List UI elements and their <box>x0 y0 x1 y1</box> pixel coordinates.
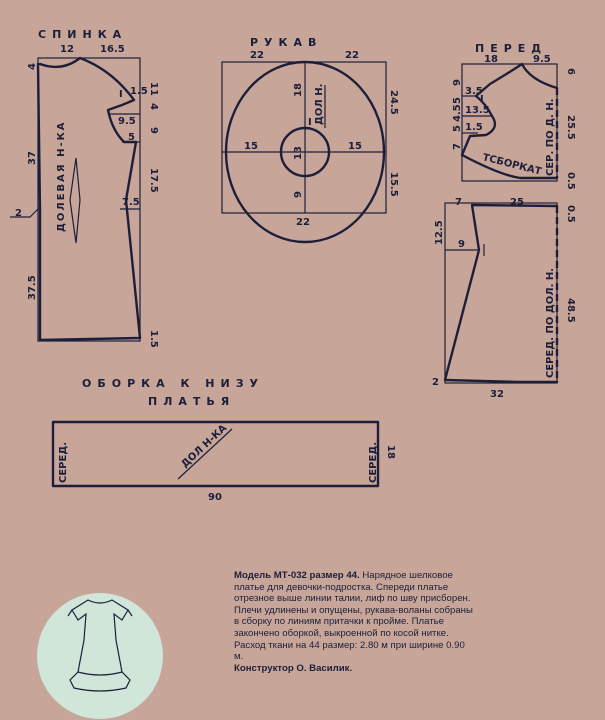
label-front-dims-l3: 4.5 <box>452 104 463 122</box>
label-skirt-dims-bl: 2 <box>432 377 439 388</box>
label-front-center: СЕР. ПО Д. Н. <box>545 99 556 177</box>
label-ruffle-height: 18 <box>385 445 396 459</box>
label-back-dims-l1: 4 <box>27 63 38 70</box>
label-skirt-dims-r2: 48.5 <box>565 298 576 323</box>
label-back-dims-top-left: 12 <box>60 44 74 55</box>
front-title: ПЕРЕД <box>475 42 547 55</box>
label-back-dims-r3: 9 <box>148 127 159 134</box>
label-back-dims-i2: 9.5 <box>118 116 136 127</box>
label-ruffle-title-line1: ОБОРКА К НИЗУ <box>82 377 264 390</box>
label-front-gather: ТСБОРКАТ <box>481 152 542 177</box>
model-text: Нарядное шелковое платье для девочки-под… <box>234 570 473 639</box>
label-back-dims-l2: 37 <box>27 151 38 165</box>
label-ruffle-center-left: СЕРЕД. <box>58 442 69 483</box>
skirt-piece: 7 25 0.5 48.5 12.5 9 2 32 СЕРЕД. ПО ДОЛ.… <box>432 197 576 400</box>
label-front-dims-i1: 3.5 <box>465 86 483 97</box>
label-skirt-center: СЕРЕД. ПО ДОЛ. Н. <box>545 268 556 378</box>
sleeve-title: РУКАВ <box>250 36 322 49</box>
dress-illustration <box>37 593 163 719</box>
label-back-dims-i3: 5 <box>128 132 135 143</box>
label-back-dims-l3: 2 <box>15 208 22 219</box>
label-back-dims-l4: 37.5 <box>27 275 38 300</box>
label-back-dims-i4: 7.5 <box>122 197 140 208</box>
label-skirt-dims-l1: 12.5 <box>434 220 445 245</box>
label-back-dims-top-right: 16.5 <box>100 44 125 55</box>
label-ruffle-title-line2: ПЛАТЬЯ <box>148 395 235 408</box>
label-front-dims-l4: 5 <box>452 125 463 132</box>
label-sleeve-dims-v-bottom: 9 <box>293 191 304 198</box>
label-back-dims-i1: 1.5 <box>130 86 148 97</box>
label-sleeve-dims-h-left: 15 <box>244 141 258 152</box>
front-piece: ПЕРЕД 18 9.5 6 25.5 0.5 9 5 4.5 5 7 3.5 … <box>452 42 576 190</box>
back-title: СПИНКА <box>38 28 127 41</box>
sleeve-piece: РУКАВ 22 22 18 ДОЛ Н. I 15 15 13 9 24.5 … <box>221 36 399 244</box>
label-front-dims-r3: 0.5 <box>565 172 576 190</box>
label-front-dims-mark: I <box>480 94 484 105</box>
designer: Конструктор О. Василик. <box>234 662 353 674</box>
label-sleeve-dims-mark: I <box>308 117 312 128</box>
label-ruffle-center-right: СЕРЕД. <box>368 442 379 483</box>
label-sleeve-dims-bottom: 22 <box>296 217 310 228</box>
model-title: Модель МТ-032 размер 44. <box>234 570 360 581</box>
label-back-dims-r2: 4 <box>148 103 159 110</box>
label-sleeve-dims-v-top: 18 <box>293 83 304 97</box>
label-front-dims-l2: 5 <box>452 97 463 104</box>
fabric-consumption: Расход ткани на 44 размер: 2.80 м при ши… <box>234 639 465 663</box>
label-front-dims-i2: 13.5 <box>465 105 490 116</box>
label-ruffle-grain: ДОЛ Н-КА <box>180 423 230 471</box>
label-skirt-dims-top-right: 25 <box>510 197 524 208</box>
label-skirt-dims-top-left: 7 <box>455 197 462 208</box>
label-front-dims-l5: 7 <box>452 143 463 150</box>
label-back-dims-mark: I <box>119 89 123 100</box>
label-sleeve-dims-r-top: 24.5 <box>388 90 399 115</box>
label-sleeve-dims-h-right: 15 <box>348 141 362 152</box>
ruffle-piece: ОБОРКА К НИЗУ ПЛАТЬЯ ДОЛ Н-КА СЕРЕД. СЕР… <box>51 377 396 503</box>
label-sleeve-dims-top-right: 22 <box>345 50 359 61</box>
label-sleeve-grain: ДОЛ Н. <box>314 84 325 125</box>
label-skirt-dims-r1: 0.5 <box>565 205 576 223</box>
label-skirt-dims-i1: 9 <box>458 239 465 250</box>
label-front-dims-l1: 9 <box>452 79 463 86</box>
label-front-dims-top-left: 18 <box>484 54 498 65</box>
label-back-dims-r5: 1.5 <box>148 330 159 348</box>
label-sleeve-dims-top-left: 22 <box>250 50 264 61</box>
label-skirt-dims-bottom: 32 <box>490 389 504 400</box>
label-front-dims-top-right: 9.5 <box>533 54 551 65</box>
model-description: Модель МТ-032 размер 44. Нарядное шелков… <box>234 570 474 674</box>
label-front-dims-i3: 1.5 <box>465 122 483 133</box>
label-ruffle-length: 90 <box>208 492 222 503</box>
label-sleeve-dims-inner: 13 <box>293 146 304 160</box>
label-back-dims-r1: 11 <box>148 82 159 96</box>
label-front-dims-r2: 25.5 <box>565 115 576 140</box>
label-sleeve-dims-r-bottom: 15.5 <box>388 172 399 197</box>
label-back-dims-r4: 17.5 <box>148 168 159 193</box>
back-grain-label: ДОЛЕВАЯ Н-КА <box>56 120 67 232</box>
label-front-dims-r1: 6 <box>565 68 576 75</box>
back-piece: СПИНКА 12 16.5 11 4 9 17.5 1.5 4 37 2 37… <box>10 28 159 348</box>
